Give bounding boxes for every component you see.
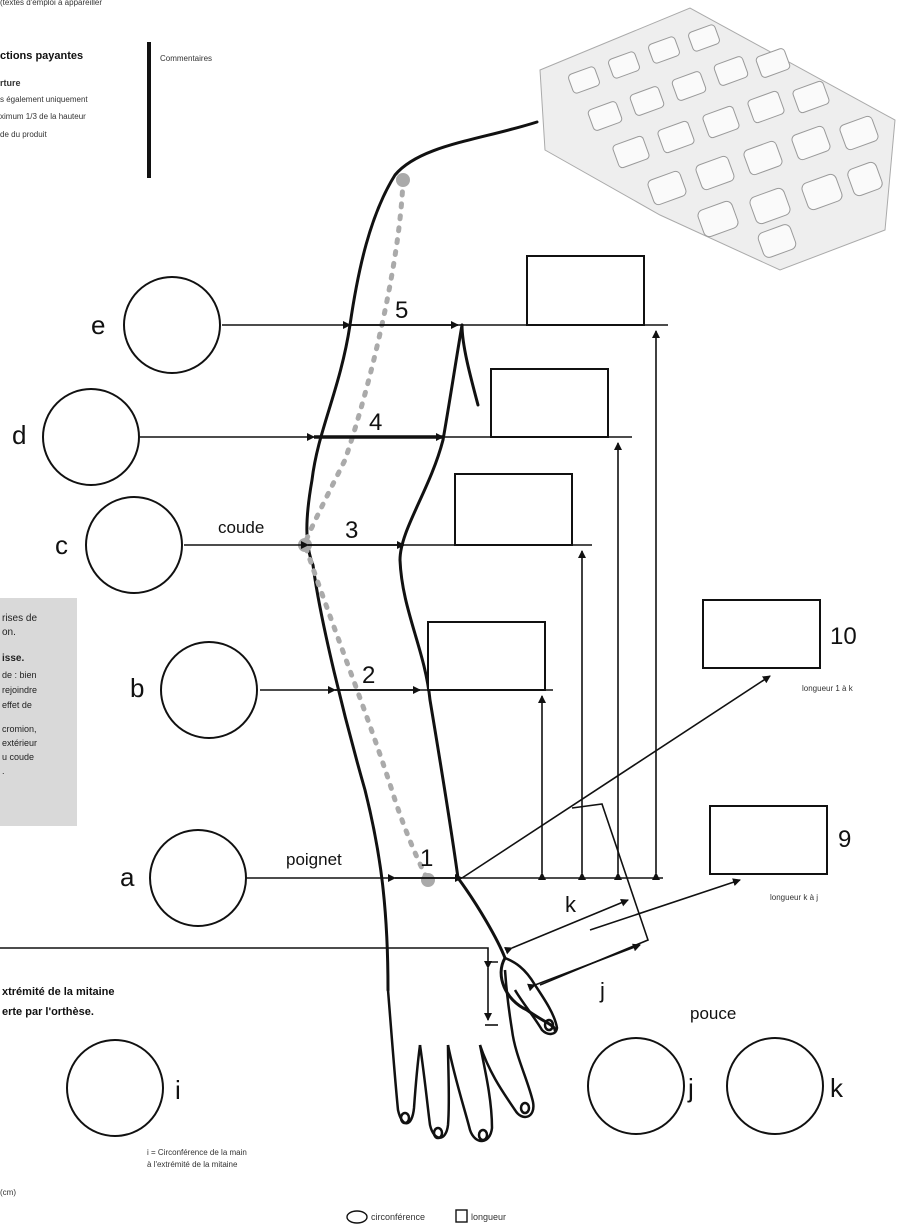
options-title: ctions payantes bbox=[0, 50, 83, 62]
circle-i bbox=[67, 1040, 163, 1136]
hand-outline bbox=[388, 958, 557, 1141]
length-box-5 bbox=[527, 256, 644, 325]
circle-a bbox=[150, 830, 246, 926]
label-pouce: pouce bbox=[690, 1004, 736, 1024]
arm-outline bbox=[307, 122, 555, 1030]
header-divider bbox=[147, 42, 151, 178]
circle-e bbox=[124, 277, 220, 373]
circle-b bbox=[161, 642, 257, 738]
wrist-marker bbox=[421, 873, 435, 887]
circle-label-j: j bbox=[688, 1073, 694, 1104]
legend-length-label: longueur bbox=[471, 1212, 506, 1222]
level-number-9: 9 bbox=[838, 826, 851, 854]
note-line-3: isse. bbox=[2, 653, 24, 664]
legend-square-icon bbox=[456, 1210, 467, 1222]
comments-label: Commentaires bbox=[160, 54, 212, 64]
diagonal-arrows bbox=[462, 676, 770, 930]
circle-label-c: c bbox=[55, 530, 68, 561]
note-line-7: cromion, bbox=[2, 724, 37, 735]
option-name: rture bbox=[0, 78, 21, 88]
note-line-9: u coude bbox=[2, 752, 34, 763]
note-line-2: on. bbox=[2, 627, 16, 638]
length-box-2 bbox=[428, 622, 545, 690]
note-line-1: rises de bbox=[2, 613, 37, 624]
label-poignet: poignet bbox=[286, 850, 342, 870]
option-line-1: s également uniquement bbox=[0, 95, 88, 105]
circle-label-k: k bbox=[830, 1073, 843, 1104]
option-line-3: de du produit bbox=[0, 130, 47, 140]
legend-circumference-label: circonférence bbox=[371, 1212, 425, 1222]
note-line-6: effet de bbox=[2, 700, 32, 711]
caption-length-1k: longueur 1 à k bbox=[802, 684, 853, 694]
circle-label-e: e bbox=[91, 310, 105, 341]
circle-j bbox=[588, 1038, 684, 1134]
reference-dotted-line bbox=[305, 180, 428, 880]
level-number-4: 4 bbox=[369, 409, 382, 437]
header-top-fragment: (textes d'emploi à appareiller bbox=[0, 0, 102, 8]
circle-c bbox=[86, 497, 182, 593]
level-number-5: 5 bbox=[395, 297, 408, 325]
label-k-measure: k bbox=[565, 892, 576, 918]
legend-circle-icon bbox=[347, 1211, 367, 1223]
length-boxes bbox=[428, 256, 827, 874]
circle-label-i: i bbox=[175, 1075, 181, 1106]
length-box-3 bbox=[455, 474, 572, 545]
note-line-10: . bbox=[2, 766, 5, 777]
shoulder-marker bbox=[396, 173, 410, 187]
length-box-4 bbox=[491, 369, 608, 437]
level-number-2: 2 bbox=[362, 662, 375, 690]
label-j-measure: j bbox=[600, 978, 605, 1004]
level-number-10: 10 bbox=[830, 623, 857, 651]
fabric-texture-illustration bbox=[540, 8, 895, 270]
caption-length-kj: longueur k à j bbox=[770, 893, 818, 903]
mitten-note-line-1: xtrémité de la mitaine bbox=[2, 986, 115, 998]
circle-label-a: a bbox=[120, 862, 134, 893]
circle-d bbox=[43, 389, 139, 485]
label-coude: coude bbox=[218, 518, 264, 538]
caption-i-line-1: i = Circonférence de la main bbox=[147, 1148, 247, 1158]
note-line-5: rejoindre bbox=[2, 685, 37, 696]
note-line-4: de : bien bbox=[2, 670, 37, 681]
level-number-1: 1 bbox=[420, 845, 433, 873]
circle-label-b: b bbox=[130, 673, 144, 704]
level-number-3: 3 bbox=[345, 517, 358, 545]
option-line-2: ximum 1/3 de la hauteur bbox=[0, 112, 86, 122]
length-box-10 bbox=[703, 600, 820, 668]
circle-label-d: d bbox=[12, 420, 26, 451]
note-line-8: extérieur bbox=[2, 738, 37, 749]
caption-i-line-2: à l'extrémité de la mitaine bbox=[147, 1160, 237, 1170]
mitten-note-line-2: erte par l'orthèse. bbox=[2, 1006, 94, 1018]
length-box-9 bbox=[710, 806, 827, 874]
circle-k bbox=[727, 1038, 823, 1134]
unit-note: (cm) bbox=[0, 1188, 16, 1198]
